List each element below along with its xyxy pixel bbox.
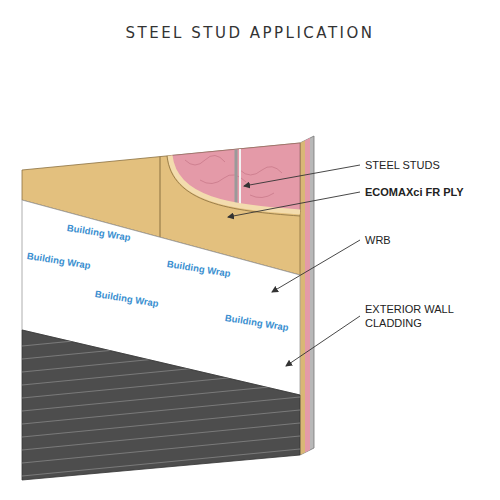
callout-label: EXTERIOR WALL CLADDING: [365, 302, 475, 330]
ply-cut-edge: [170, 156, 300, 212]
panel-seam: [160, 157, 161, 237]
callout-label: WRB: [365, 233, 485, 247]
steel-stud-face: [239, 149, 241, 204]
siding-lines: [22, 319, 300, 476]
wall-edge: [300, 136, 314, 455]
leader-lines: [228, 165, 360, 366]
insulation-edge: [305, 138, 310, 453]
callout-label: ECOMAXci FR PLY: [365, 185, 495, 199]
callout-label: STEEL STUDS: [365, 158, 485, 172]
steel-stud: [235, 150, 238, 204]
cladding: [22, 330, 300, 480]
diagram-title: STEEL STUD APPLICATION: [0, 24, 500, 42]
insulation: [170, 143, 300, 212]
ply-edge: [300, 141, 305, 456]
